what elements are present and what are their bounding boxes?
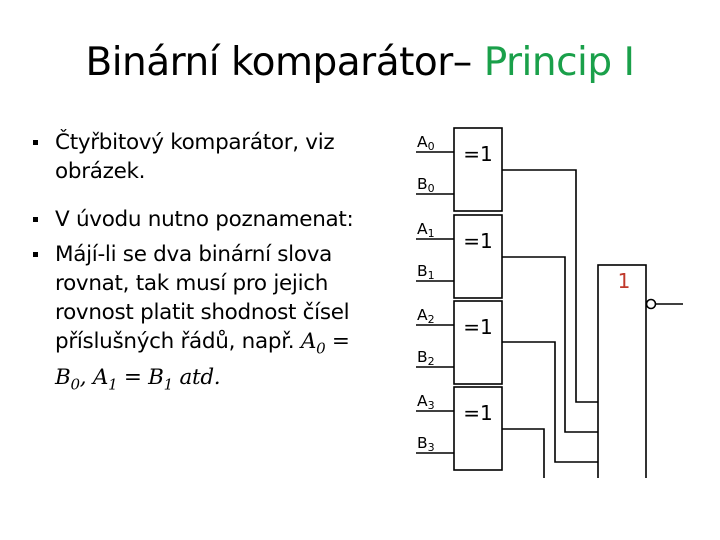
xor-gates: =1 =1 =1 =1 — [453, 127, 503, 471]
bullet-text: Čtyřbitový komparátor, viz obrázek. — [55, 130, 335, 184]
example-a0: A0 = — [300, 329, 350, 358]
example-b0-a1: B0, A1 = B1 — [55, 365, 173, 394]
xor-to-nor-wire — [502, 428, 545, 478]
xor-to-nor-wire — [502, 341, 598, 463]
bullet-marker — [33, 252, 38, 257]
wiring — [416, 151, 598, 478]
bullet-item: Májí-li se dva binární slova rovnat, tak… — [33, 240, 383, 400]
xor-gate-label: =1 — [463, 142, 492, 166]
bullet-list: Čtyřbitový komparátor, viz obrázek. V úv… — [33, 128, 383, 400]
nor-gate-body — [597, 264, 647, 478]
xor-gate-1 — [453, 214, 503, 299]
input-label-a3: A3 — [417, 392, 435, 412]
xor-to-nor-wire — [502, 256, 598, 433]
bullet-marker — [33, 217, 38, 222]
bullet-item: V úvodu nutno poznamenat: — [33, 205, 383, 234]
input-label-b2: B2 — [417, 348, 435, 368]
title-accent: Princip I — [483, 40, 635, 85]
xor-gate-3 — [453, 386, 503, 471]
title-main: Binární komparátor– — [85, 40, 484, 85]
input-label-b1: B1 — [417, 262, 435, 282]
xor-gate-label: =1 — [463, 315, 492, 339]
input-label-a0: A0 — [417, 133, 435, 153]
nor-gate: 1 — [597, 264, 683, 478]
xor-gate-0 — [453, 127, 503, 212]
bullet-marker — [33, 140, 38, 145]
bullet-text: Májí-li se dva binární slova rovnat, tak… — [55, 242, 350, 354]
input-label-a1: A1 — [417, 220, 435, 240]
xor-gate-label: =1 — [463, 401, 492, 425]
input-label-b3: B3 — [417, 434, 435, 454]
xor-gate-label: =1 — [463, 229, 492, 253]
slide-title: Binární komparátor– Princip I — [0, 40, 720, 85]
negation-bubble — [645, 298, 657, 310]
bullet-text: V úvodu nutno poznamenat: — [55, 207, 354, 232]
bullet-item: Čtyřbitový komparátor, viz obrázek. — [33, 128, 383, 186]
nor-gate-label: 1 — [618, 269, 631, 293]
xor-to-nor-wire — [502, 169, 598, 403]
xor-gate-2 — [453, 300, 503, 385]
input-label-a2: A2 — [417, 306, 435, 326]
example-atd: atd. — [179, 365, 221, 391]
input-label-b0: B0 — [417, 175, 435, 195]
